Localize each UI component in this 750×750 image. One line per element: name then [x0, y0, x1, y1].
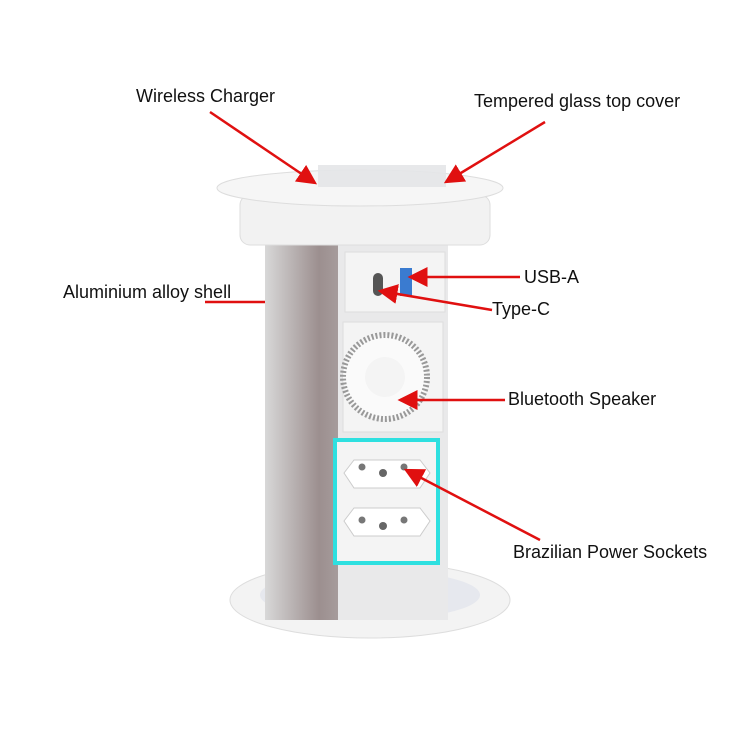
socket-highlight-frame [333, 438, 440, 565]
label-usb-a: USB-A [524, 267, 580, 287]
arrow-wireless [209, 110, 318, 185]
usb-a-port [400, 268, 412, 296]
label-type-c: Type-C [492, 299, 551, 319]
label-bluetooth-speaker: Bluetooth Speaker [508, 389, 657, 409]
label-wireless-charger: Wireless Charger [136, 86, 276, 106]
socket-1 [343, 459, 431, 489]
label-glass-cover: Tempered glass top cover [474, 91, 681, 111]
label-power-sockets: Brazilian Power Sockets [513, 542, 708, 562]
arrow-sockets [403, 468, 541, 542]
wireless-charger-pad [318, 165, 446, 187]
socket-2 [343, 507, 431, 537]
arrow-glass [443, 120, 546, 184]
label-aluminium-shell: Aluminium alloy shell [63, 282, 232, 302]
type-c-port [373, 273, 383, 296]
arrow-type-c [377, 284, 493, 312]
